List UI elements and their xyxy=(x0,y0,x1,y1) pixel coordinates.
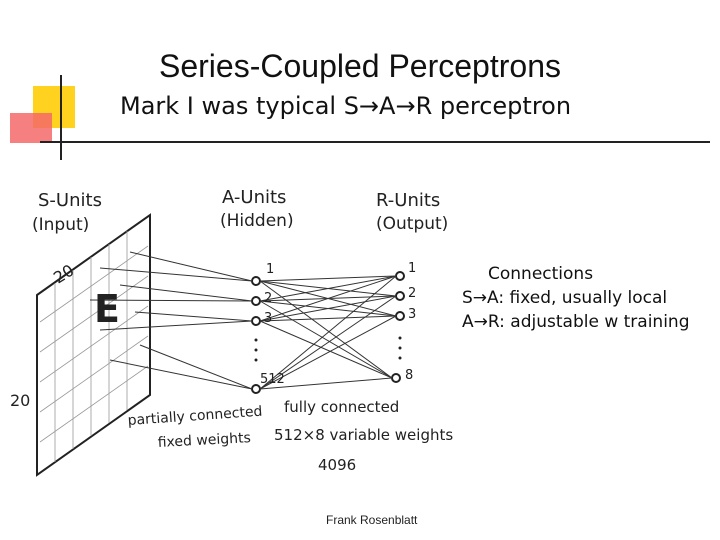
input-letter: E xyxy=(94,287,120,331)
slide-subtitle: Mark I was typical S→A→R perceptron xyxy=(120,92,572,120)
ar-total: 4096 xyxy=(318,456,356,474)
a-node-label-512: 512 xyxy=(260,372,285,387)
connections-a-to-r: A→R: adjustable w training xyxy=(462,312,690,332)
r-ellipsis-dot xyxy=(398,346,402,350)
r-ellipsis-dot xyxy=(398,356,402,360)
retina-grid xyxy=(39,231,149,462)
a-node-512 xyxy=(251,384,261,394)
a-units-sublabel: (Hidden) xyxy=(220,211,294,231)
r-node-label-8: 8 xyxy=(405,368,413,383)
a-unit-nodes xyxy=(251,276,261,394)
ar-note-line1: fully connected xyxy=(284,398,399,416)
a-units-label: A-Units xyxy=(222,187,286,208)
s-units-label: S-Units xyxy=(38,190,102,211)
a-node-2 xyxy=(251,296,261,306)
r-unit-nodes xyxy=(391,271,405,383)
input-retina xyxy=(36,213,151,477)
r-units-label: R-Units xyxy=(376,190,440,211)
grid-size-side: 20 xyxy=(10,391,30,410)
r-node-label-2: 2 xyxy=(408,286,416,301)
r-node-3 xyxy=(395,311,405,321)
slide-title: Series-Coupled Perceptrons xyxy=(159,48,561,84)
r-node-label-3: 3 xyxy=(408,307,416,322)
a-node-1 xyxy=(251,276,261,286)
a-node-3 xyxy=(251,316,261,326)
decorative-vertical-rule xyxy=(60,75,62,160)
r-units-sublabel: (Output) xyxy=(376,214,448,234)
a-ellipsis-dot xyxy=(254,348,258,352)
sa-note-line2: fixed weights xyxy=(157,430,251,451)
retina-panel xyxy=(36,213,151,477)
a-node-label-2: 2 xyxy=(264,291,272,306)
r-node-1 xyxy=(395,271,405,281)
connections-note: Connections S→A: fixed, usually local A→… xyxy=(462,262,689,334)
sa-note-line1: partially connected xyxy=(127,404,263,429)
r-node-2 xyxy=(395,291,405,301)
r-node-8 xyxy=(391,373,401,383)
connections-title: Connections xyxy=(488,264,594,284)
s-units-sublabel: (Input) xyxy=(32,215,89,235)
ar-note-line2: 512×8 variable weights xyxy=(274,426,453,444)
a-node-label-1: 1 xyxy=(266,262,274,277)
ar-connections xyxy=(259,275,397,390)
r-ellipsis-dot xyxy=(398,336,402,340)
decorative-red-square xyxy=(10,113,52,143)
connections-s-to-a: S→A: fixed, usually local xyxy=(462,288,668,308)
r-node-label-1: 1 xyxy=(408,261,416,276)
a-node-label-3: 3 xyxy=(264,311,272,326)
author-credit: Frank Rosenblatt xyxy=(326,513,418,527)
title-divider xyxy=(40,141,710,143)
a-ellipsis-dot xyxy=(254,338,258,342)
sa-connections xyxy=(89,251,253,390)
a-ellipsis-dot xyxy=(254,358,258,362)
